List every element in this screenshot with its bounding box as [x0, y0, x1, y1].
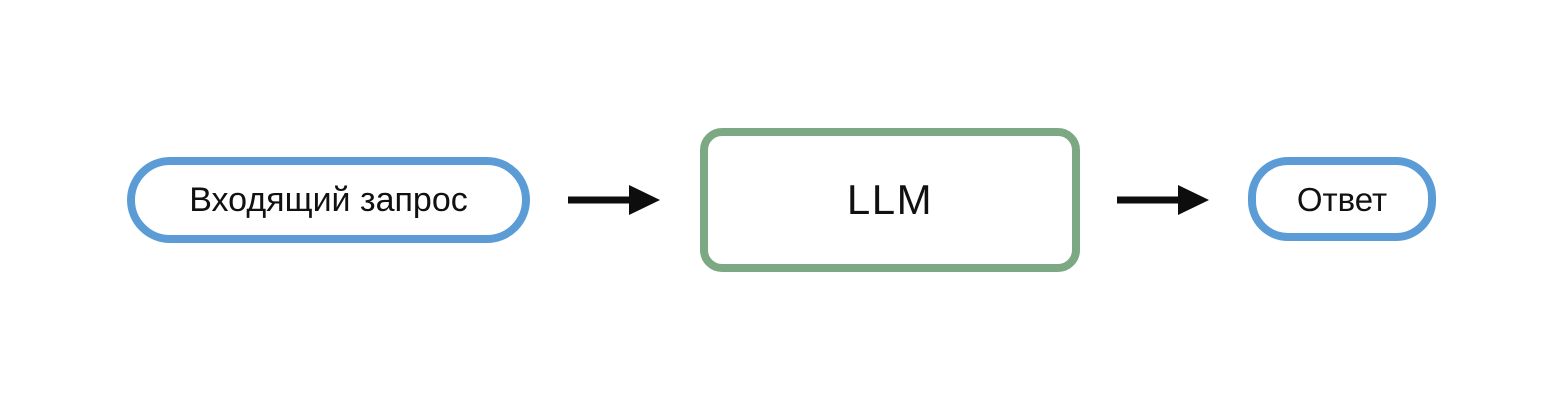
arrow-right-icon	[568, 185, 660, 215]
node-answer: Ответ	[1248, 157, 1436, 241]
node-llm-label: LLM	[846, 176, 934, 223]
arrow-right-icon	[1117, 185, 1209, 215]
node-input-request-label: Входящий запрос	[189, 181, 468, 219]
arrow-head	[629, 185, 660, 215]
node-input-request: Входящий запрос	[127, 157, 530, 243]
arrow-head	[1178, 185, 1209, 215]
node-llm: LLM	[700, 128, 1080, 272]
node-answer-label: Ответ	[1296, 180, 1388, 218]
